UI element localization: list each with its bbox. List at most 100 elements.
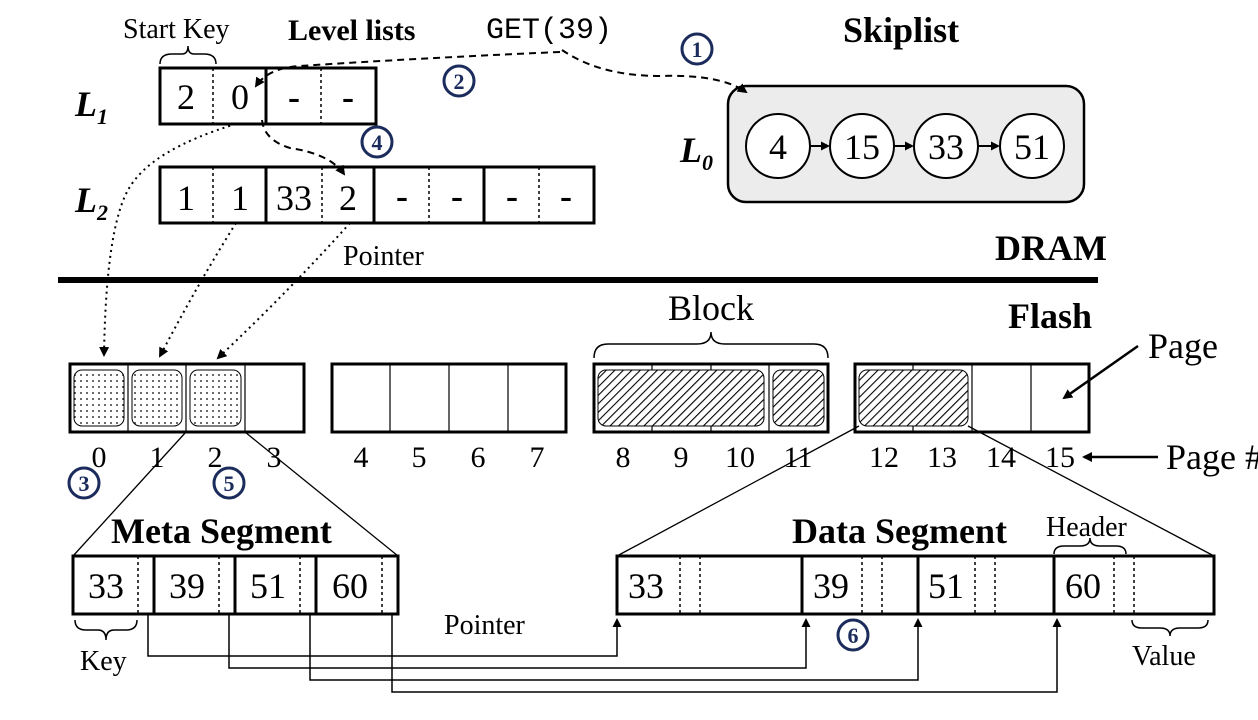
l2-list: 1 1 33 2 - - - - <box>158 165 596 225</box>
l1-cell: - <box>342 77 354 117</box>
l2-cell: - <box>451 176 463 216</box>
step2-arrow <box>254 51 561 88</box>
value-label: Value <box>1132 641 1196 672</box>
header-brace <box>1053 537 1127 555</box>
meta-page <box>131 369 183 427</box>
data-key: 39 <box>813 566 849 606</box>
step-4: 4 <box>360 125 394 159</box>
meta-key: 39 <box>169 566 205 606</box>
data-zoom-right <box>967 425 1215 557</box>
svg-text:1: 1 <box>692 37 703 62</box>
meta-page <box>189 369 242 427</box>
flash-block-3 <box>853 362 1091 434</box>
svg-text:L0: L0 <box>679 130 713 175</box>
step-2: 2 <box>442 64 476 98</box>
meta-zoom-right <box>244 431 399 557</box>
data-segment-title: Data Segment <box>792 511 1007 551</box>
pointer-33 <box>147 614 622 657</box>
page-number: 10 <box>725 441 755 474</box>
meta-key: 51 <box>250 566 286 606</box>
page-number: 6 <box>471 441 486 474</box>
page-numbers: 0 1 2 3 4 5 6 7 8 9 10 11 12 13 14 15 <box>92 441 1076 474</box>
page-number: 12 <box>869 441 899 474</box>
svg-text:5: 5 <box>224 471 235 496</box>
l2-cell: 33 <box>276 178 312 218</box>
l2-to-page2-pointer <box>216 222 351 360</box>
key-brace <box>74 619 138 641</box>
data-key: 51 <box>928 566 964 606</box>
svg-text:L1: L1 <box>74 84 108 129</box>
data-page <box>772 369 825 427</box>
l2-to-page1-pointer <box>159 222 237 358</box>
page-number: 15 <box>1045 441 1075 474</box>
pointer-39 <box>228 614 811 669</box>
data-key: 33 <box>628 566 664 606</box>
flash-block-2 <box>592 362 830 434</box>
l1-to-page0-pointer <box>99 123 237 357</box>
page-num-label: Page # <box>1166 437 1258 477</box>
meta-page <box>73 369 125 427</box>
page-number: 8 <box>616 441 631 474</box>
svg-text:4: 4 <box>372 130 383 155</box>
data-page <box>858 369 969 427</box>
page-number: 2 <box>208 441 223 474</box>
skiplist-node <box>999 113 1065 179</box>
svg-text:L2: L2 <box>74 180 108 225</box>
flash-label: Flash <box>1008 296 1092 336</box>
page-label: Page <box>1148 326 1218 366</box>
get-call: GET(39) <box>486 14 612 48</box>
l1-label: L1 <box>74 84 108 129</box>
svg-text:2: 2 <box>454 69 465 94</box>
block-label: Block <box>668 288 754 328</box>
data-page <box>597 369 765 427</box>
page-number: 9 <box>674 441 689 474</box>
flash-block-0 <box>68 362 306 434</box>
pointer-label-bottom: Pointer <box>444 610 526 641</box>
svg-text:6: 6 <box>848 623 859 648</box>
block-brace <box>593 331 829 359</box>
pointer-60 <box>391 614 1062 693</box>
flash-block-1 <box>330 362 568 434</box>
data-key: 60 <box>1065 566 1101 606</box>
l1-list: 2 0 - - <box>158 66 378 126</box>
l0-label: L0 <box>679 130 713 175</box>
page-number: 1 <box>150 441 165 474</box>
page-arrow <box>1062 344 1139 400</box>
start-key-brace <box>159 45 217 65</box>
l2-label: L2 <box>74 180 108 225</box>
skiplist-box: 4 15 33 51 <box>726 84 1086 204</box>
l1-cell: 2 <box>177 77 195 117</box>
dram-label: DRAM <box>995 228 1107 268</box>
meta-key: 60 <box>332 566 368 606</box>
l2-cell: 1 <box>177 178 195 218</box>
skiplist-title: Skiplist <box>843 10 959 50</box>
svg-text:3: 3 <box>79 471 90 496</box>
skiplist-node-label: 4 <box>769 127 787 167</box>
meta-segment-title: Meta Segment <box>111 511 332 551</box>
step1-arrow <box>561 49 748 94</box>
l2-cell: - <box>396 176 408 216</box>
key-label: Key <box>80 646 127 677</box>
page-number: 4 <box>354 441 369 474</box>
level-lists-title: Level lists <box>288 14 416 47</box>
step4-arrow <box>261 119 346 176</box>
data-segment: 33 39 51 60 <box>615 554 1216 616</box>
page-number: 7 <box>530 441 545 474</box>
step-3: 3 <box>67 466 101 500</box>
page-number: 14 <box>986 441 1016 474</box>
step-5: 5 <box>212 466 246 500</box>
start-key-label: Start Key <box>123 14 230 45</box>
value-brace <box>1131 619 1209 637</box>
pointer-51 <box>309 614 923 681</box>
skiplist-node-label: 51 <box>1014 127 1050 167</box>
l1-cell: 0 <box>231 77 249 117</box>
l2-cell: 1 <box>231 178 249 218</box>
page-number: 11 <box>784 441 813 474</box>
pointer-label-top: Pointer <box>343 241 425 272</box>
meta-key: 33 <box>88 566 124 606</box>
step-1: 1 <box>680 32 714 66</box>
page-number: 13 <box>927 441 957 474</box>
step-6: 6 <box>836 618 870 652</box>
l2-cell: - <box>506 176 518 216</box>
